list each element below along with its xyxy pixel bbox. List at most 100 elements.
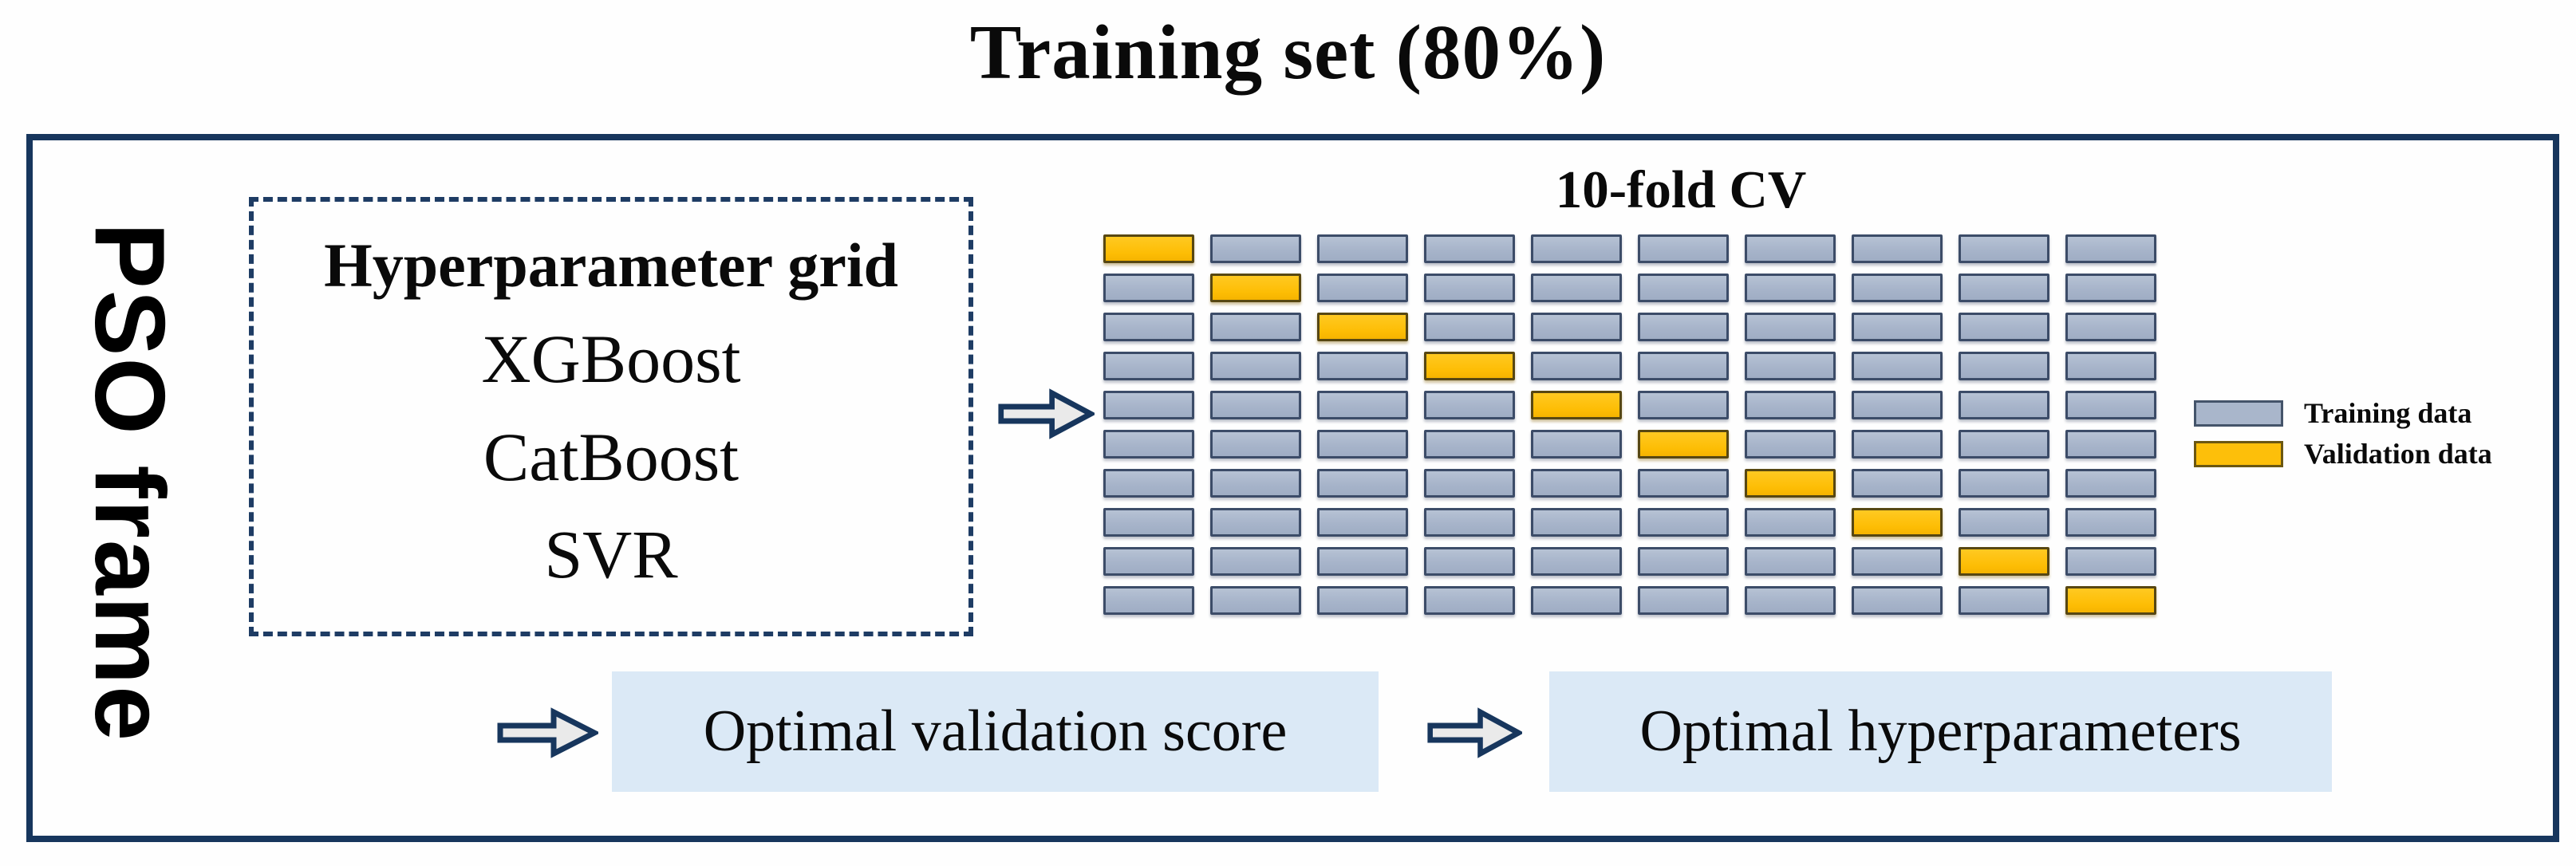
pso-frame-label: PSO frame bbox=[74, 222, 184, 743]
cv-cell-training bbox=[1852, 313, 1943, 341]
cv-cell-training bbox=[1210, 430, 1301, 459]
cv-cell-training bbox=[1424, 234, 1515, 263]
cv-cell-training bbox=[2065, 274, 2156, 302]
cv-cell-training bbox=[1531, 234, 1622, 263]
pso-frame-box bbox=[26, 134, 2559, 842]
cv-cell-training bbox=[1852, 352, 1943, 380]
cv-cell-training bbox=[1638, 547, 1729, 576]
cv-cell-training bbox=[1210, 547, 1301, 576]
legend-label-validation: Validation data bbox=[2304, 438, 2492, 470]
cv-cell-training bbox=[1531, 352, 1622, 380]
cv-cell-validation bbox=[1852, 508, 1943, 537]
validation-data-swatch-icon bbox=[2194, 440, 2283, 467]
cv-cell-training bbox=[1531, 508, 1622, 537]
cv-cell-training bbox=[1959, 391, 2049, 419]
cv-cell-validation bbox=[1745, 469, 1836, 498]
cv-cell-training bbox=[1959, 274, 2049, 302]
cv-cell-training bbox=[1638, 274, 1729, 302]
cv-cell-training bbox=[1852, 586, 1943, 615]
right-arrow-icon bbox=[1426, 707, 1522, 759]
optimal-validation-score-label: Optimal validation score bbox=[703, 699, 1288, 764]
cv-cell-training bbox=[1210, 586, 1301, 615]
cv-cell-training bbox=[1424, 430, 1515, 459]
cv-cell-training bbox=[1959, 469, 2049, 498]
cv-cell-training bbox=[2065, 508, 2156, 537]
cv-cell-training bbox=[1103, 469, 1194, 498]
cv-cell-training bbox=[1210, 508, 1301, 537]
cv-cell-training bbox=[1317, 586, 1408, 615]
cv-cell-training bbox=[1638, 352, 1729, 380]
hyperparameter-grid-heading: Hyperparameter grid bbox=[324, 230, 898, 300]
cv-cell-training bbox=[1424, 508, 1515, 537]
model-label-svr: SVR bbox=[544, 516, 678, 593]
cv-cell-training bbox=[1317, 469, 1408, 498]
cv-cell-training bbox=[1959, 508, 2049, 537]
cv-cell-training bbox=[2065, 234, 2156, 263]
cv-cell-training bbox=[1852, 391, 1943, 419]
cv-cell-validation bbox=[1210, 274, 1301, 302]
cv-cell-training bbox=[1103, 586, 1194, 615]
cv-cell-validation bbox=[1959, 547, 2049, 576]
cv-cell-training bbox=[1638, 391, 1729, 419]
training-set-title: Training set (80%) bbox=[969, 10, 1607, 95]
cv-cell-training bbox=[1210, 352, 1301, 380]
cv-cell-training bbox=[1959, 234, 2049, 263]
cv-cell-training bbox=[1317, 547, 1408, 576]
optimal-hyperparameters-label: Optimal hyperparameters bbox=[1639, 699, 2242, 764]
cv-cell-training bbox=[1103, 313, 1194, 341]
cv-cell-training bbox=[1317, 274, 1408, 302]
cv-grid bbox=[1103, 234, 2156, 615]
cv-cell-training bbox=[1531, 586, 1622, 615]
cv-cell-training bbox=[1852, 430, 1943, 459]
cv-cell-training bbox=[1959, 430, 2049, 459]
cv-cell-training bbox=[1424, 469, 1515, 498]
cv-cell-training bbox=[1317, 352, 1408, 380]
cv-cell-training bbox=[1103, 391, 1194, 419]
cv-cell-training bbox=[1638, 313, 1729, 341]
cv-cell-training bbox=[1103, 430, 1194, 459]
cv-cell-training bbox=[1531, 430, 1622, 459]
cv-cell-training bbox=[1959, 313, 2049, 341]
cv-cell-training bbox=[2065, 547, 2156, 576]
cv-cell-training bbox=[1745, 547, 1836, 576]
cv-cell-training bbox=[1852, 547, 1943, 576]
cv-cell-training bbox=[1531, 469, 1622, 498]
cv-cell-training bbox=[1424, 547, 1515, 576]
cv-cell-training bbox=[1959, 586, 2049, 615]
cv-cell-training bbox=[1424, 391, 1515, 419]
cv-grid-title: 10-fold CV bbox=[1555, 160, 1807, 219]
cv-cell-validation bbox=[1103, 234, 1194, 263]
cv-cell-training bbox=[1210, 391, 1301, 419]
legend-row-training: Training data bbox=[2194, 396, 2492, 430]
cv-cell-validation bbox=[1424, 352, 1515, 380]
cv-cell-training bbox=[1317, 391, 1408, 419]
optimal-validation-score-box: Optimal validation score bbox=[612, 671, 1379, 792]
cv-cell-training bbox=[1317, 508, 1408, 537]
cv-cell-training bbox=[1745, 352, 1836, 380]
cv-cell-training bbox=[1852, 274, 1943, 302]
cv-cell-training bbox=[1745, 313, 1836, 341]
cv-cell-training bbox=[1103, 274, 1194, 302]
cv-cell-training bbox=[1638, 234, 1729, 263]
cv-cell-training bbox=[1210, 313, 1301, 341]
model-label-catboost: CatBoost bbox=[483, 418, 740, 495]
cv-cell-training bbox=[2065, 430, 2156, 459]
cv-cell-training bbox=[1531, 274, 1622, 302]
optimal-hyperparameters-box: Optimal hyperparameters bbox=[1549, 671, 2332, 792]
cv-cell-validation bbox=[1638, 430, 1729, 459]
model-label-xgboost: XGBoost bbox=[481, 321, 741, 398]
cv-cell-training bbox=[1745, 234, 1836, 263]
cv-cell-training bbox=[1745, 430, 1836, 459]
cv-cell-validation bbox=[1531, 391, 1622, 419]
cv-cell-training bbox=[1745, 274, 1836, 302]
right-arrow-icon bbox=[496, 707, 598, 759]
cv-cell-training bbox=[1424, 586, 1515, 615]
cv-cell-training bbox=[1745, 508, 1836, 537]
cv-cell-training bbox=[1638, 586, 1729, 615]
cv-cell-training bbox=[2065, 313, 2156, 341]
cv-cell-training bbox=[1424, 274, 1515, 302]
cv-cell-training bbox=[1210, 469, 1301, 498]
cv-cell-training bbox=[1103, 352, 1194, 380]
cv-cell-training bbox=[1317, 234, 1408, 263]
cv-cell-training bbox=[1531, 547, 1622, 576]
